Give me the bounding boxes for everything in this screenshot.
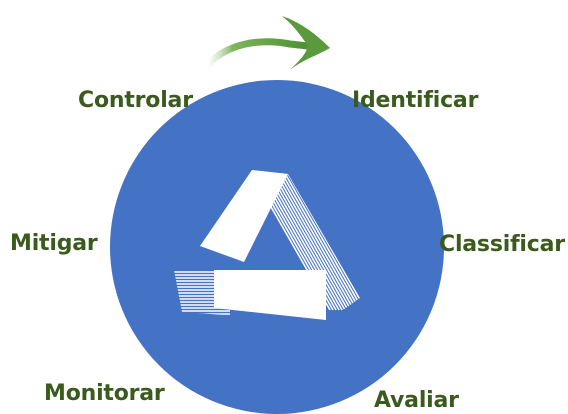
- step-controlar: Controlar: [78, 88, 193, 113]
- logo-stripe: [221, 170, 269, 241]
- logo-stripe: [276, 170, 358, 311]
- logo-stripe: [267, 170, 349, 311]
- step-monitorar: Monitorar: [44, 381, 165, 406]
- logo-stripe: [273, 170, 355, 311]
- logo-stripe: [224, 170, 272, 241]
- curved-arrow-right-icon: [204, 16, 330, 70]
- triangle-logo-icon: [174, 170, 360, 320]
- logo-stripe: [270, 170, 352, 311]
- logo-stripe: [230, 170, 278, 241]
- step-classificar: Classificar: [439, 232, 565, 257]
- step-mitigar: Mitigar: [10, 231, 98, 256]
- logo-stripe: [242, 170, 288, 241]
- logo-stripe: [279, 170, 360, 311]
- logo-stripe: [233, 170, 281, 241]
- logo-stripe: [261, 170, 343, 311]
- logo-stripe: [218, 170, 266, 241]
- logo-stripe: [236, 170, 284, 241]
- logo-stripe: [216, 170, 263, 241]
- step-avaliar: Avaliar: [374, 388, 459, 413]
- logo-stripe: [282, 170, 360, 311]
- step-identificar: Identificar: [352, 88, 479, 113]
- logo-stripe: [264, 170, 346, 311]
- logo-stripe: [239, 170, 287, 241]
- logo-stripe: [227, 170, 275, 241]
